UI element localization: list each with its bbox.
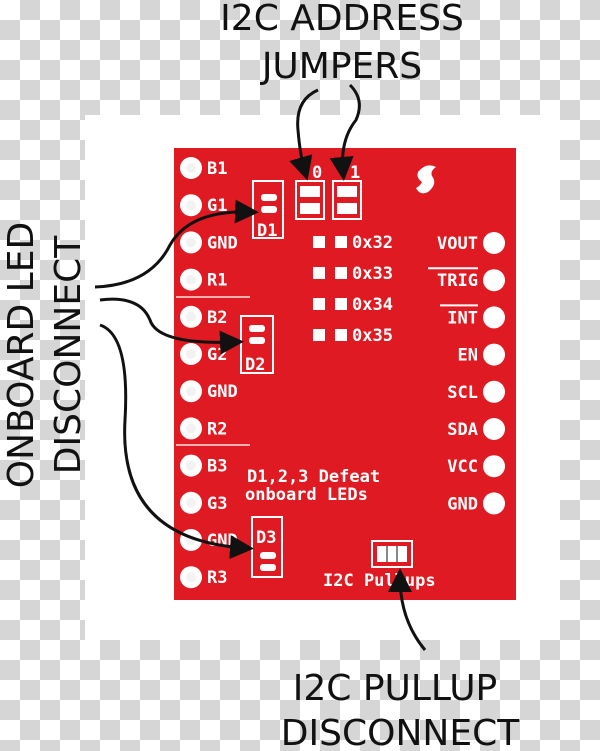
arrow	[94, 199, 259, 289]
pin-label: G1	[207, 196, 227, 216]
pin-label: R3	[207, 568, 227, 588]
address-pad	[313, 298, 325, 310]
address-pad	[335, 329, 347, 341]
pin-label: EN	[458, 346, 478, 366]
pin-hole	[483, 232, 505, 254]
pin-label: INT	[447, 308, 478, 328]
address-jumper-1	[332, 180, 362, 220]
pin-label: VOUT	[437, 234, 478, 254]
pcb-board	[174, 148, 516, 600]
pin-label: SCL	[447, 383, 478, 403]
led-jumper-label: D2	[245, 355, 265, 375]
arrow	[99, 323, 254, 560]
pin-label: B1	[207, 159, 227, 179]
pin-label: G2	[207, 345, 227, 365]
address-label: 0x33	[352, 264, 393, 284]
pin-hole	[483, 269, 505, 292]
address-label: 0x35	[352, 326, 393, 346]
address-pad	[313, 329, 325, 341]
jumper-label: 1	[350, 163, 360, 183]
arrow	[329, 83, 361, 181]
address-pad	[313, 267, 325, 279]
pin-label: GND	[207, 382, 238, 402]
pin-hole	[483, 380, 505, 403]
arrows	[94, 83, 427, 651]
pullup-jumper	[371, 540, 413, 568]
pin-hole	[483, 306, 505, 329]
annotation-led-disconnect: DISCONNECT	[48, 235, 89, 474]
pin-hole	[483, 455, 505, 478]
arrow	[388, 568, 427, 651]
pin-hole	[483, 343, 505, 366]
address-pad	[313, 236, 325, 248]
annotation-led-disconnect: ONBOARD LED	[1, 222, 42, 488]
address-pad	[335, 298, 347, 310]
sparkfun-logo	[416, 165, 436, 194]
pin-label: GND	[207, 233, 238, 253]
pin-hole	[483, 418, 505, 440]
arrow	[99, 297, 244, 355]
note-line: onboard LEDs	[245, 485, 368, 505]
annotation-address-jumpers: I2C ADDRESS	[220, 0, 464, 39]
address-pad	[335, 236, 347, 248]
address-pad	[335, 267, 347, 279]
address-jumper-0	[295, 180, 325, 220]
pin-label: SDA	[447, 420, 478, 440]
pin-label: B2	[207, 308, 227, 328]
pin-hole	[483, 492, 505, 515]
annotation-pullup-disconnect: I2C PULLUP	[293, 668, 498, 709]
pin-label: TRIG	[437, 271, 478, 291]
pin-label: VCC	[447, 457, 478, 477]
address-label: 0x32	[352, 233, 393, 253]
annotation-pullup-disconnect: DISCONNECT	[281, 713, 520, 751]
pin-label: B3	[207, 457, 227, 477]
pin-label: G3	[207, 494, 227, 514]
note-line: D1,2,3 Defeat	[247, 467, 380, 487]
annotation-address-jumpers: JUMPERS	[260, 46, 422, 87]
pin-label: GND	[447, 494, 478, 514]
pin-label: R1	[207, 271, 227, 291]
address-label: 0x34	[352, 295, 393, 315]
led-jumper-label: D1	[257, 221, 277, 241]
arrow	[289, 88, 319, 181]
led-jumper-label: D3	[256, 528, 276, 548]
pullup-label: I2C Pullups	[323, 571, 436, 591]
jumper-label: 0	[312, 163, 322, 183]
pin-label: R2	[207, 419, 227, 439]
